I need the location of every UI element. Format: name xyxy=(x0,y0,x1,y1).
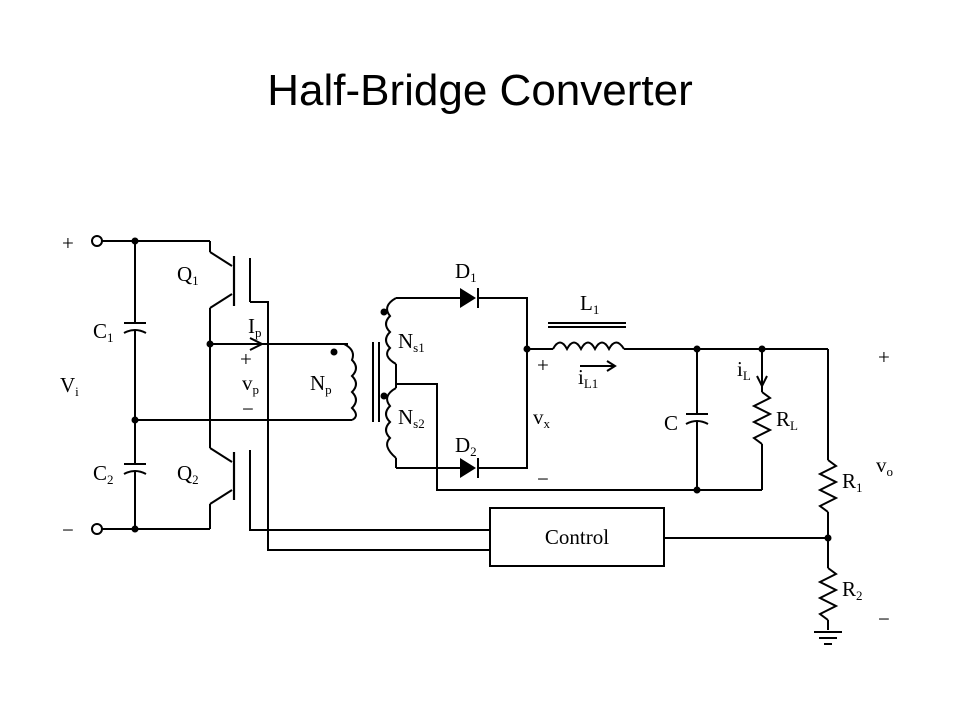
vx-minus-label: − xyxy=(537,467,549,491)
r1-label: R1 xyxy=(842,469,863,495)
c1-label: C1 xyxy=(93,319,114,345)
l1-label: L1 xyxy=(580,291,599,317)
control-label: Control xyxy=(545,525,609,549)
d1-label: D1 xyxy=(455,259,477,285)
vp-label: vp xyxy=(242,371,259,397)
q2-drive-wire xyxy=(249,498,490,531)
il-label: iL xyxy=(737,357,751,383)
vp-plus-label: + xyxy=(240,347,252,371)
input-minus-label: − xyxy=(62,518,74,542)
rl-label: RL xyxy=(776,407,798,433)
d2-label: D2 xyxy=(455,433,477,459)
resistor-rl xyxy=(751,349,773,490)
vp-minus-label: − xyxy=(242,397,254,421)
input-plus-terminal xyxy=(91,235,103,247)
q2-label: Q2 xyxy=(177,461,199,487)
input-plus-label: + xyxy=(62,231,74,255)
c2-label: C2 xyxy=(93,461,114,487)
inductor-l1 xyxy=(527,322,828,352)
il1-label: iL1 xyxy=(578,365,598,391)
capacitor-c1 xyxy=(123,241,147,420)
diode-d2 xyxy=(395,349,528,478)
control-block xyxy=(489,507,665,567)
c-label: C xyxy=(664,411,678,435)
diode-d1 xyxy=(396,288,528,349)
ground-symbol xyxy=(814,631,842,645)
ip-arrow xyxy=(249,337,265,351)
transistor-q1 xyxy=(209,241,251,344)
transistor-q2 xyxy=(209,344,251,529)
ns2-label: Ns2 xyxy=(398,405,425,431)
vx-plus-label: + xyxy=(537,353,549,377)
vi-label: Vi xyxy=(60,373,79,399)
input-minus-terminal xyxy=(91,523,103,535)
input-terminals xyxy=(91,235,103,535)
q1-drive-wire xyxy=(250,301,490,551)
np-label: Np xyxy=(310,371,332,397)
ns1-label: Ns1 xyxy=(398,329,425,355)
resistor-r2 xyxy=(817,538,839,630)
resistor-r1 xyxy=(817,349,839,538)
transformer xyxy=(330,297,397,459)
center-tap-wire xyxy=(395,364,697,491)
page-title: Half-Bridge Converter xyxy=(267,66,693,115)
capacitor-c xyxy=(685,349,709,490)
q1-label: Q1 xyxy=(177,262,199,288)
ip-label: Ip xyxy=(248,314,262,340)
vo-label: vo xyxy=(876,453,893,479)
output-minus-label: − xyxy=(878,607,890,631)
vx-label: vx xyxy=(533,405,551,431)
output-plus-label: + xyxy=(878,345,890,369)
capacitor-c2 xyxy=(123,420,147,529)
r2-label: R2 xyxy=(842,577,863,603)
